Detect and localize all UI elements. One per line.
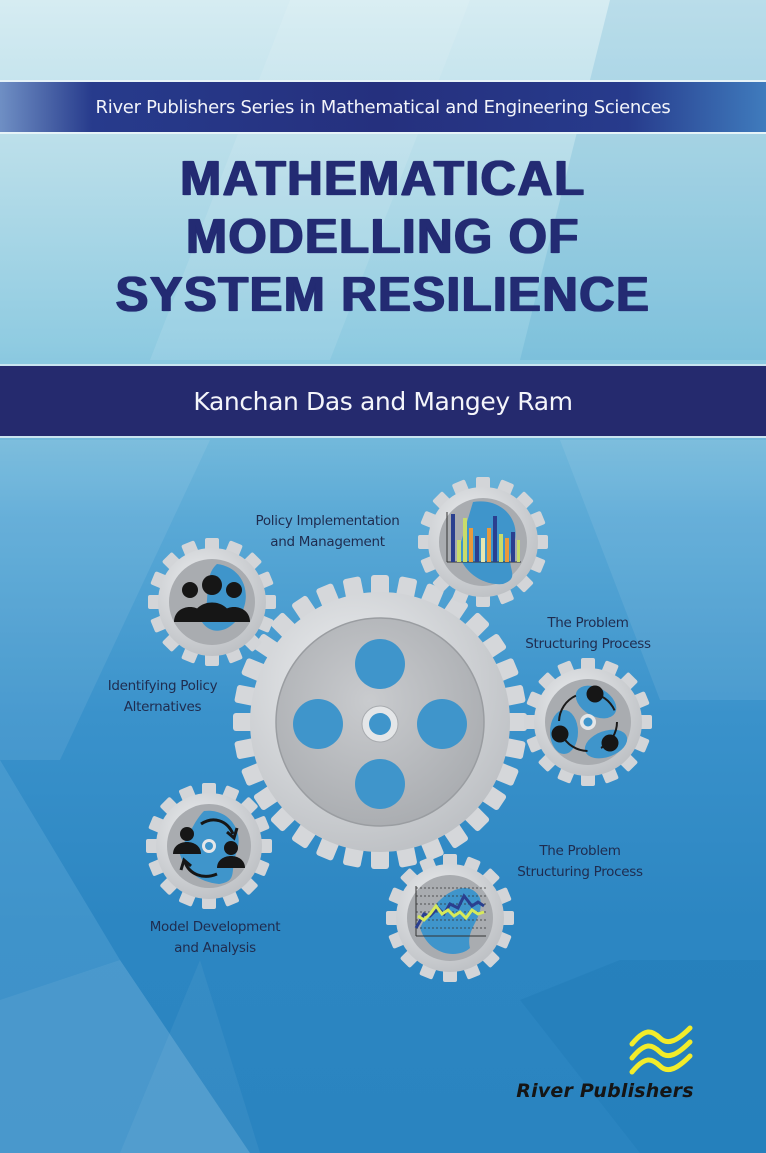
bar-chart-icon <box>418 477 548 607</box>
people-exchange-icon <box>146 783 272 909</box>
line-chart-icon <box>386 854 514 982</box>
series-title: River Publishers Series in Mathematical … <box>95 96 671 118</box>
river-waves-icon <box>629 1025 693 1075</box>
label-model-development: Model Development and Analysis <box>149 919 281 956</box>
label-identifying-policy: Identifying Policy Alternatives <box>107 678 218 715</box>
title-line-1: MATHEMATICAL <box>180 152 586 206</box>
label-problem-structuring-2: The Problem Structuring Process <box>517 843 643 880</box>
large-gear-icon <box>233 575 527 869</box>
title-line-2: MODELLING OF <box>186 210 580 264</box>
book-title: MATHEMATICAL MODELLING OF SYSTEM RESILIE… <box>0 150 766 324</box>
group-people-icon <box>148 538 276 666</box>
author-banner: Kanchan Das and Mangey Ram <box>0 364 766 438</box>
title-line-3: SYSTEM RESILIENCE <box>115 268 651 322</box>
label-policy-implementation: Policy Implementation and Management <box>255 513 400 550</box>
authors: Kanchan Das and Mangey Ram <box>193 386 573 416</box>
label-problem-structuring-1: The Problem Structuring Process <box>525 615 651 652</box>
publisher-logo: River Publishers <box>490 1020 720 1110</box>
series-banner: River Publishers Series in Mathematical … <box>0 80 766 134</box>
connected-nodes-icon <box>524 658 652 786</box>
publisher-name: River Publishers <box>516 1080 694 1102</box>
